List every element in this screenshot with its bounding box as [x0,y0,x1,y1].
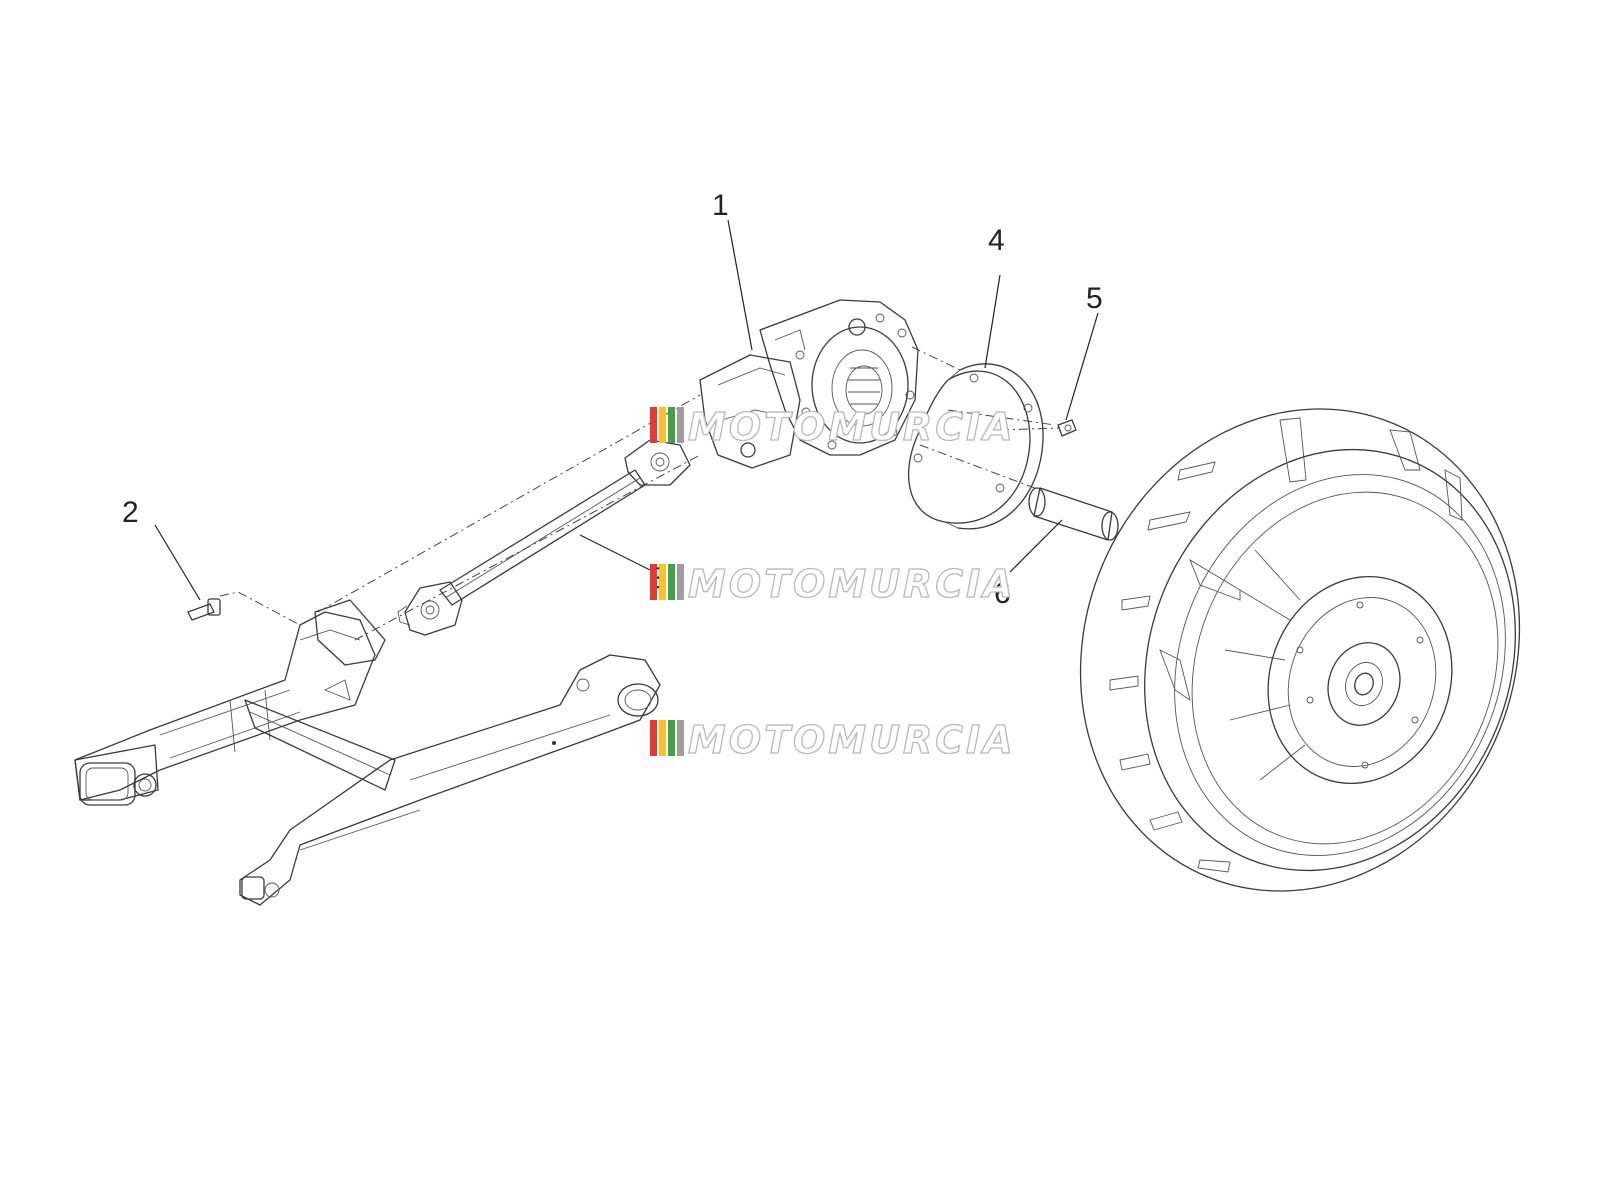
callout-5: 5 [1086,282,1103,315]
watermark-stripe-3 [668,720,675,756]
callout-6: 6 [994,577,1011,610]
watermark-stripe-3 [668,407,675,443]
alignment-lines [219,346,1061,641]
watermark-text: MOTOMURCIA [688,562,1016,606]
drive-shaft [397,439,691,636]
watermark-stripe-1 [650,564,657,600]
watermark-stripe-4 [677,407,684,443]
callout-4: 4 [988,224,1005,257]
watermark-text: MOTOMURCIA [688,718,1016,762]
callout-2: 2 [122,496,139,529]
swingarm-bolt [187,598,221,621]
watermark-stripe-2 [659,564,666,600]
watermark-stripe-4 [677,564,684,600]
watermark-stripe-1 [650,720,657,756]
watermark-1: MOTOMURCIA [650,404,1016,450]
cover-ring [908,363,1044,530]
watermark-stripe-2 [659,720,666,756]
cover-screw [1057,419,1077,437]
wheel-spacer [1028,487,1119,541]
final-drive-housing [699,299,919,469]
leader-lines [154,219,1099,601]
watermark-stripe-2 [659,407,666,443]
swingarm [74,599,661,906]
watermark-stripe-1 [650,407,657,443]
watermark-2: MOTOMURCIA [650,561,1016,607]
watermark-text: MOTOMURCIA [688,405,1016,449]
rear-wheel [1079,408,1521,892]
callout-1: 1 [712,189,729,222]
watermark-stripe-4 [677,720,684,756]
watermark-3: MOTOMURCIA [650,717,1016,763]
watermark-stripe-3 [668,564,675,600]
